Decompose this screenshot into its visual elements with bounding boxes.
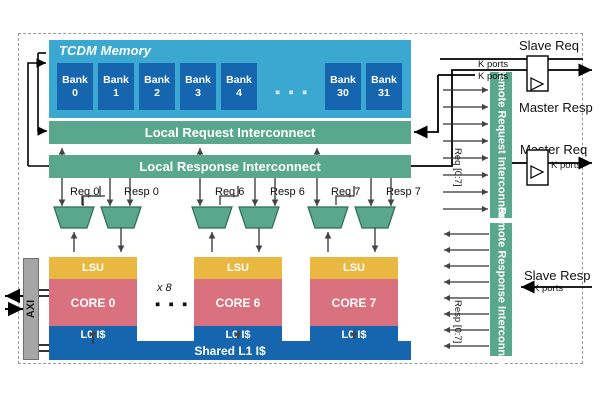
core-column-6: LSU CORE 6 L0 I$	[194, 257, 282, 344]
core-column-0: LSU CORE 0 L0 I$	[49, 257, 137, 344]
resp-0-label: Resp 0	[124, 186, 159, 198]
axi-port: AXI	[23, 258, 39, 360]
remote-response-interconnect: Remote Response Interconnect	[490, 207, 512, 372]
resp-7-label: Resp 7	[386, 186, 421, 198]
slave-resp-label: Slave Resp	[524, 268, 591, 283]
bank-31: Bank 31	[366, 63, 402, 110]
local-request-interconnect: Local Request Interconnect	[49, 121, 411, 144]
lsu-7: LSU	[310, 257, 398, 279]
replication-label: x 8	[157, 282, 172, 294]
tcdm-memory-block: TCDM Memory Bank 0 Bank 1 Bank 2 Bank 3 …	[49, 40, 411, 118]
lsu-6: LSU	[194, 257, 282, 279]
core-6: CORE 6	[194, 279, 282, 326]
master-resp-label: Master Resp	[519, 100, 593, 115]
resp-6-label: Resp 6	[270, 186, 305, 198]
bank-3: Bank 3	[180, 63, 216, 110]
resp-bus-label: Resp [0:7]	[452, 300, 463, 344]
bank-1: Bank 1	[98, 63, 134, 110]
slave-req-label: Slave Req	[519, 38, 579, 53]
req-6-label: Req 6	[215, 186, 245, 198]
bank-30: Bank 30	[325, 63, 361, 110]
req-bus-label: Req [0:7]	[452, 148, 463, 187]
req-7-label: Req 7	[331, 186, 361, 198]
core-7: CORE 7	[310, 279, 398, 326]
master-req-label: Master Req	[520, 142, 588, 157]
remote-request-interconnect: Remote Request Interconnect	[490, 67, 512, 223]
k-ports-label-2: K ports	[478, 71, 509, 82]
k-ports-label-4: K ports	[533, 283, 564, 294]
bank-2: Bank 2	[139, 63, 175, 110]
bank-ellipsis: ▪ ▪ ▪	[275, 84, 310, 101]
cluster-boundary	[18, 33, 583, 364]
core-column-7: LSU CORE 7 L0 I$	[310, 257, 398, 344]
lsu-0: LSU	[49, 257, 137, 279]
k-ports-label-1: K ports	[478, 59, 509, 70]
bank-0: Bank 0	[57, 63, 93, 110]
replication-dots: ▪ ▪ ▪	[155, 296, 190, 313]
bank-4: Bank 4	[221, 63, 257, 110]
shared-l1-icache: Shared L1 I$	[49, 341, 411, 360]
core-0: CORE 0	[49, 279, 137, 326]
axi-label: AXI	[25, 299, 37, 319]
tcdm-title: TCDM Memory	[59, 43, 152, 58]
k-ports-label-3: K ports	[551, 160, 582, 171]
local-response-interconnect: Local Response Interconnect	[49, 155, 411, 178]
req-0-label: Req 0	[70, 186, 100, 198]
